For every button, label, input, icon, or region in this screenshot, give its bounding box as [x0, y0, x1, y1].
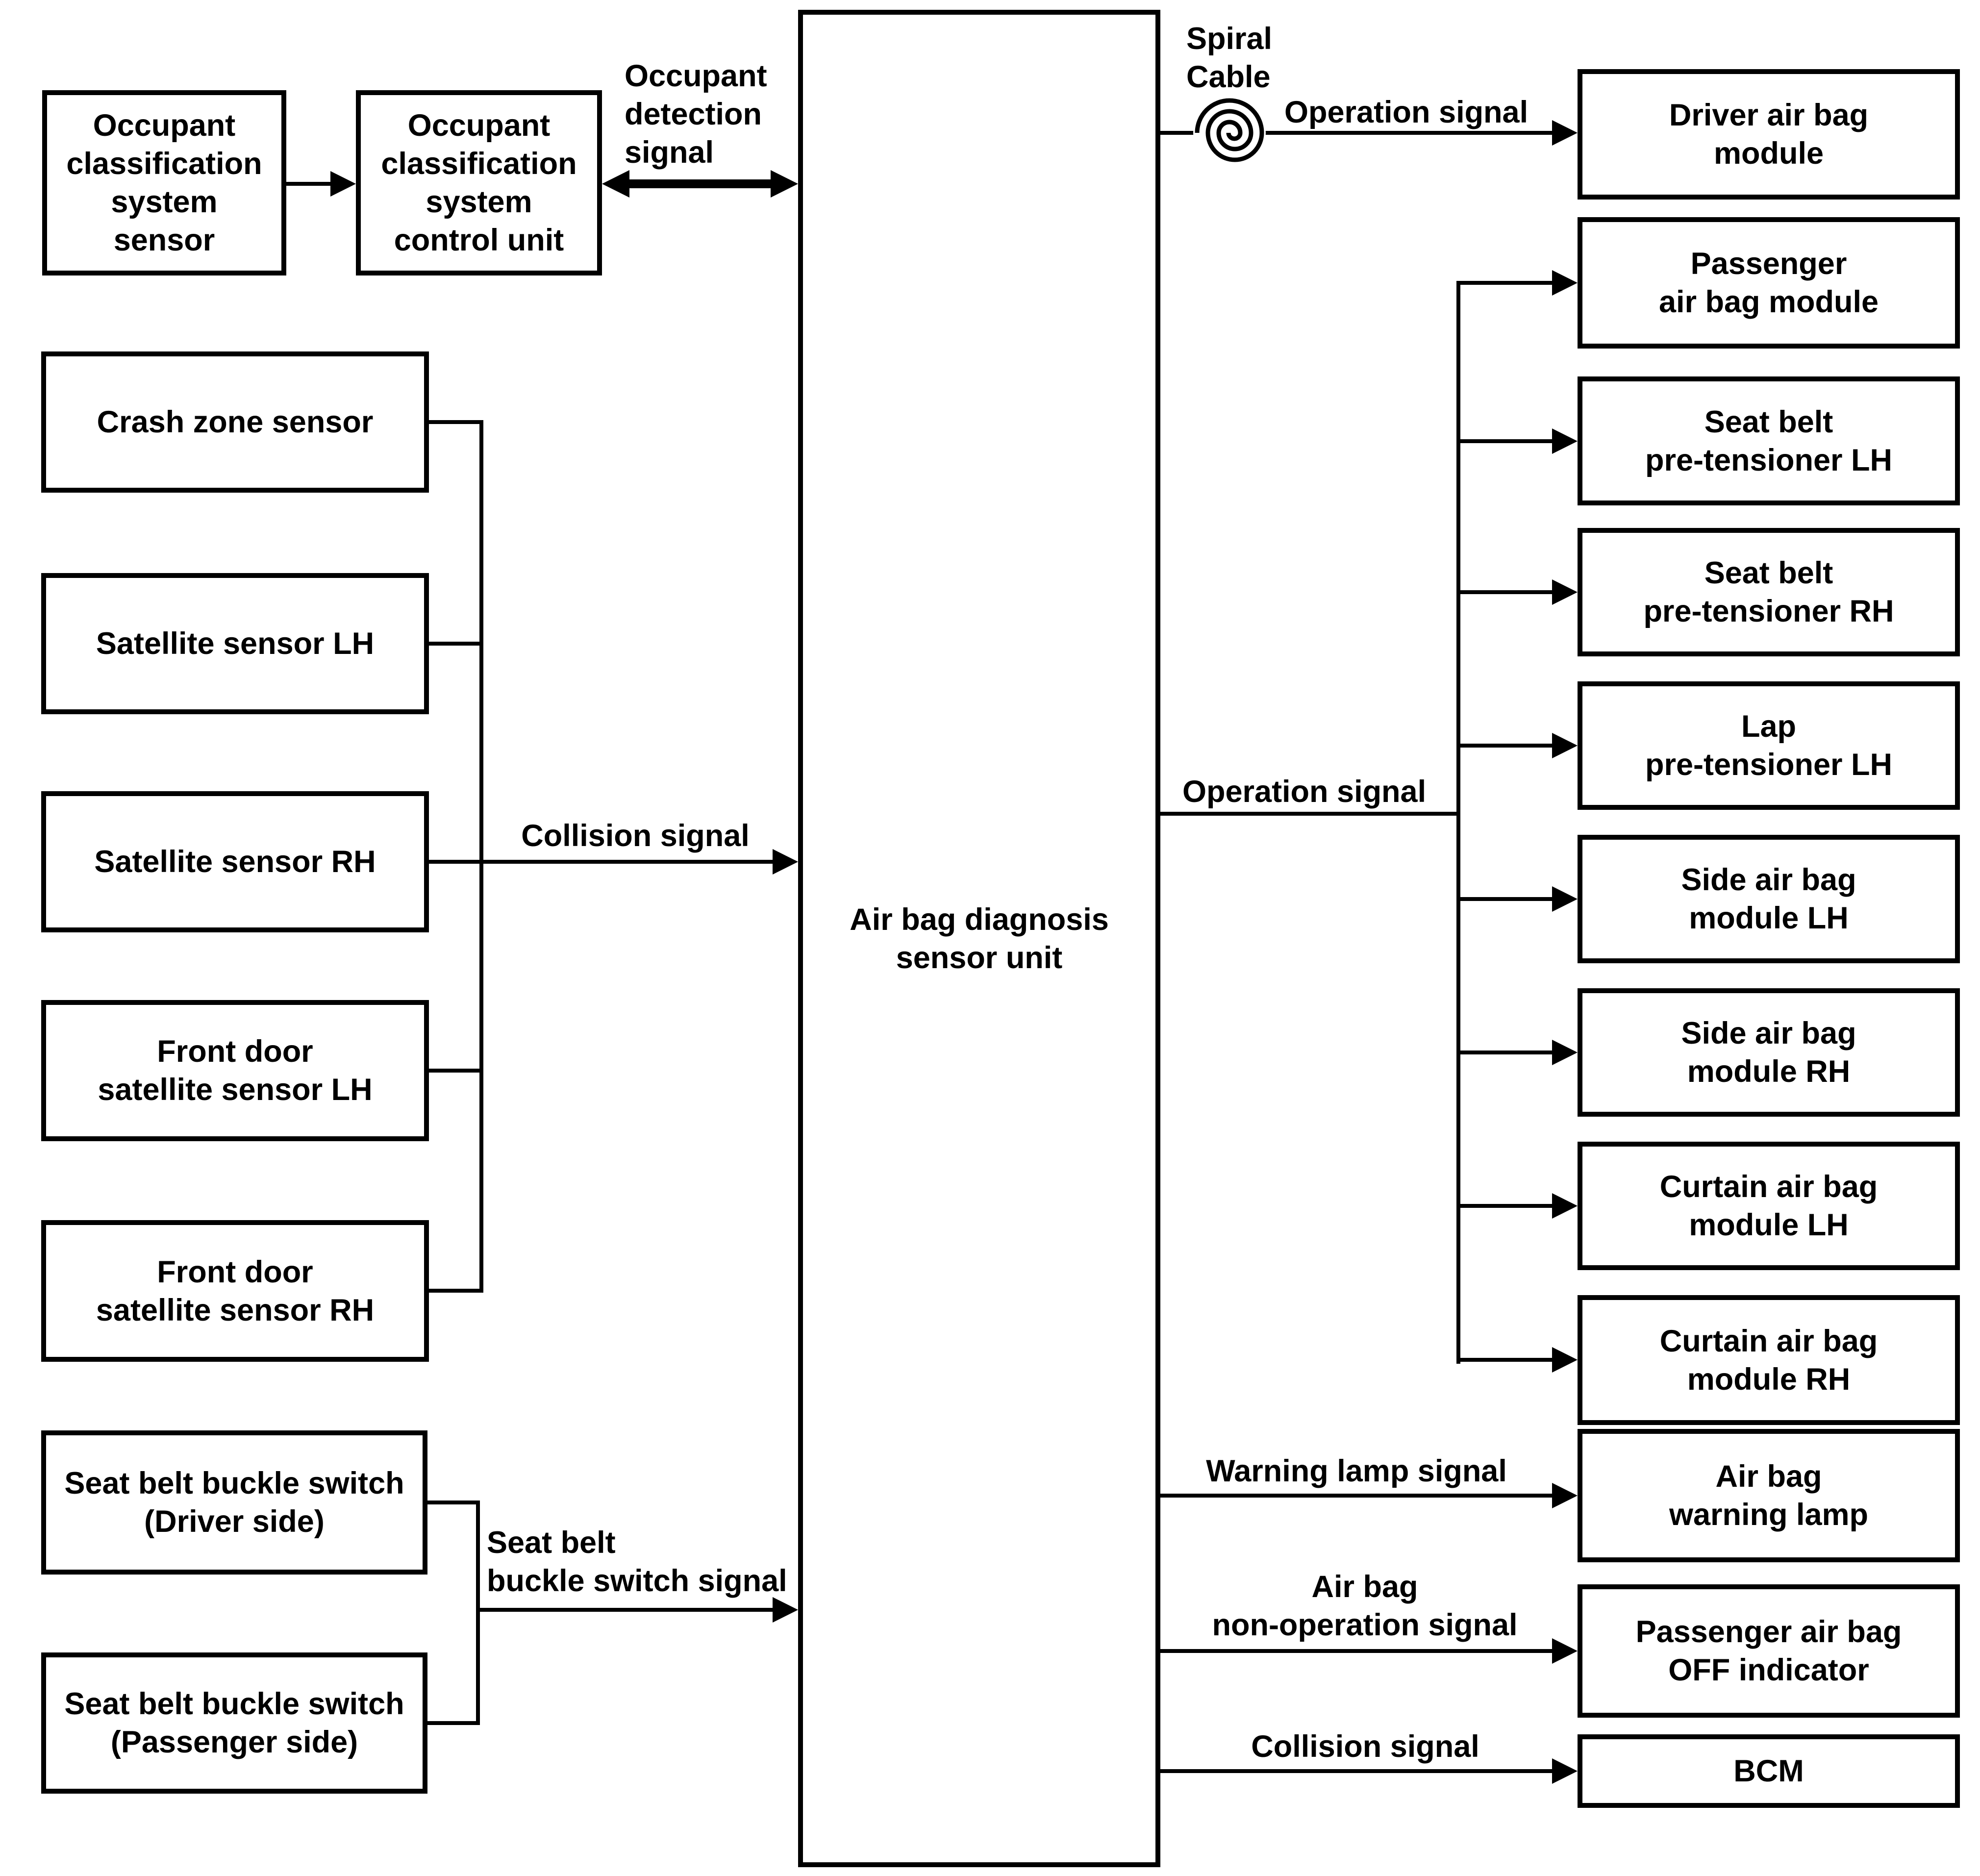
connector-front-door-satellite-sensor-lh	[429, 1069, 483, 1073]
arrowhead-curtain-air-bag-module-lh	[1552, 1193, 1578, 1219]
operation-signal-bus-line	[1456, 281, 1460, 1364]
box-passenger-air-bag-off-indicator: Passenger air bag OFF indicator	[1578, 1584, 1960, 1718]
box-seat-belt-buckle-switch-driver: Seat belt buckle switch (Driver side)	[41, 1430, 427, 1575]
box-air-bag-warning-lamp: Air bag warning lamp	[1578, 1429, 1960, 1562]
label-warning-lamp-signal: Warning lamp signal	[1206, 1454, 1507, 1488]
line-collision-signal-left	[429, 860, 775, 864]
branch-side-air-bag-module-rh	[1456, 1051, 1557, 1054]
box-bcm: BCM	[1578, 1734, 1960, 1808]
label-operation-signal-top: Operation signal	[1284, 95, 1529, 129]
box-curtain-air-bag-module-rh: Curtain air bag module RH	[1578, 1295, 1960, 1425]
arrowhead-seat-belt-pre-tensioner-rh	[1552, 579, 1578, 605]
line-warning-lamp-signal	[1160, 1494, 1557, 1498]
label-occupant-detection-signal: Occupant detection signal	[625, 59, 767, 170]
label-air-bag-non-operation-signal: Air bag non-operation signal	[1212, 1570, 1518, 1642]
line-ocs-sensor-to-control-unit	[286, 182, 336, 186]
buckle-switch-bus-line	[476, 1501, 480, 1725]
label-seat-belt-buckle-switch-signal: Seat belt buckle switch signal	[487, 1526, 787, 1598]
arrowhead-side-air-bag-module-rh	[1552, 1040, 1578, 1065]
box-front-door-satellite-sensor-rh: Front door satellite sensor RH	[41, 1220, 429, 1362]
label-collision-signal-left: Collision signal	[521, 819, 750, 853]
spiral-cable-icon	[1193, 97, 1266, 169]
line-air-bag-non-operation-signal	[1160, 1649, 1557, 1653]
arrowhead-collision-signal-right	[1552, 1758, 1578, 1784]
branch-side-air-bag-module-lh	[1456, 897, 1557, 901]
line-operation-signal-driver	[1160, 131, 1557, 135]
arrowhead-air-bag-non-operation-signal	[1552, 1638, 1578, 1664]
arrowhead-curtain-air-bag-module-rh	[1552, 1347, 1578, 1373]
branch-seat-belt-pre-tensioner-lh	[1456, 439, 1557, 443]
box-side-air-bag-module-lh: Side air bag module LH	[1578, 835, 1960, 963]
arrowhead-lap-pre-tensioner-lh	[1552, 733, 1578, 758]
line-collision-signal-right	[1160, 1769, 1557, 1773]
arrowhead-collision-signal-left	[773, 849, 798, 875]
box-satellite-sensor-lh: Satellite sensor LH	[41, 573, 429, 714]
box-driver-air-bag-module: Driver air bag module	[1578, 69, 1960, 200]
connector-satellite-sensor-lh	[429, 642, 483, 646]
box-seat-belt-pre-tensioner-rh: Seat belt pre-tensioner RH	[1578, 528, 1960, 656]
branch-curtain-air-bag-module-rh	[1456, 1358, 1557, 1362]
label-collision-signal-right: Collision signal	[1251, 1729, 1479, 1764]
box-passenger-air-bag-module: Passenger air bag module	[1578, 217, 1960, 349]
arrowhead-operation-signal-driver	[1552, 120, 1578, 146]
line-buckle-switch-signal	[478, 1608, 775, 1612]
double-arrow-left-head	[602, 170, 629, 198]
branch-seat-belt-pre-tensioner-rh	[1456, 590, 1557, 594]
arrowhead-passenger-air-bag-module	[1552, 270, 1578, 296]
box-lap-pre-tensioner-lh: Lap pre-tensioner LH	[1578, 681, 1960, 810]
collision-signal-bus-line	[479, 420, 483, 1293]
double-arrow-occupant-detection-signal	[602, 170, 798, 198]
label-spiral-cable: Spiral Cable	[1186, 22, 1273, 94]
arrowhead-buckle-switch-signal	[773, 1597, 798, 1623]
connector-buckle-switch-passenger	[427, 1721, 480, 1725]
arrowhead-seat-belt-pre-tensioner-lh	[1552, 428, 1578, 454]
box-seat-belt-buckle-switch-passenger: Seat belt buckle switch (Passenger side)	[41, 1652, 427, 1794]
box-occupant-classification-system-control-unit: Occupant classification system control u…	[356, 90, 602, 275]
arrowhead-warning-lamp-signal	[1552, 1483, 1578, 1508]
double-arrow-shaft	[627, 179, 773, 188]
branch-curtain-air-bag-module-lh	[1456, 1204, 1557, 1208]
connector-front-door-satellite-sensor-rh	[429, 1289, 483, 1293]
label-operation-signal-middle: Operation signal	[1182, 775, 1427, 809]
box-curtain-air-bag-module-lh: Curtain air bag module LH	[1578, 1142, 1960, 1270]
box-front-door-satellite-sensor-lh: Front door satellite sensor LH	[41, 1000, 429, 1141]
box-side-air-bag-module-rh: Side air bag module RH	[1578, 988, 1960, 1117]
box-crash-zone-sensor: Crash zone sensor	[41, 351, 429, 493]
connector-crash-zone-sensor	[429, 420, 483, 424]
box-seat-belt-pre-tensioner-lh: Seat belt pre-tensioner LH	[1578, 376, 1960, 505]
branch-passenger-air-bag-module	[1456, 281, 1557, 285]
box-satellite-sensor-rh: Satellite sensor RH	[41, 791, 429, 932]
line-operation-signal-feed	[1160, 812, 1460, 816]
branch-lap-pre-tensioner-lh	[1456, 744, 1557, 748]
arrowhead-ocs-sensor-to-control-unit	[330, 171, 356, 197]
double-arrow-right-head	[771, 170, 798, 198]
connector-buckle-switch-driver	[427, 1501, 480, 1504]
arrowhead-side-air-bag-module-lh	[1552, 886, 1578, 912]
box-occupant-classification-system-sensor: Occupant classification system sensor	[42, 90, 286, 275]
box-air-bag-diagnosis-sensor-unit: Air bag diagnosis sensor unit	[798, 10, 1160, 1867]
